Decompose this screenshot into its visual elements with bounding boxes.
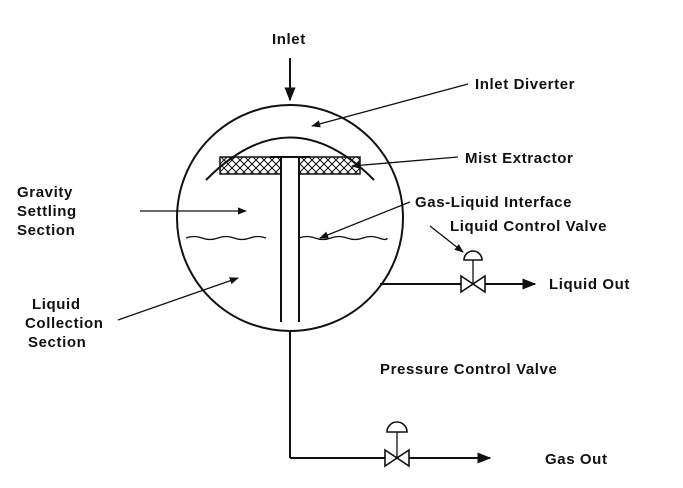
liquid-collection-label-1: Liquid xyxy=(32,296,81,313)
mist-extractor-right xyxy=(298,156,361,175)
inlet-label: Inlet xyxy=(272,31,306,48)
liquid-valve-actuator xyxy=(463,250,483,261)
liquid-control-valve-label: Liquid Control Valve xyxy=(450,218,607,235)
mist-extractor-leader xyxy=(351,156,459,169)
gravity-settling-label-3: Section xyxy=(17,222,75,239)
gas-liquid-interface-label: Gas-Liquid Interface xyxy=(415,194,572,211)
liquid-collection-label-2: Collection xyxy=(25,315,104,332)
gas-out-label: Gas Out xyxy=(545,451,608,468)
liquid-collection-leader xyxy=(117,277,239,321)
interface-leader xyxy=(319,201,411,239)
liquid-collection-label-3: Section xyxy=(28,334,86,351)
inlet-diverter-label: Inlet Diverter xyxy=(475,76,575,93)
gas-liquid-interface-line xyxy=(185,235,388,241)
gravity-settling-label-2: Settling xyxy=(17,203,77,220)
gas-valve-actuator xyxy=(386,421,408,433)
inlet-diverter-leader xyxy=(311,83,469,128)
liquid-out-label: Liquid Out xyxy=(549,276,630,293)
mist-extractor-left xyxy=(219,156,282,175)
liquid-control-valve-leader xyxy=(429,225,464,253)
pressure-control-valve-label: Pressure Control Valve xyxy=(380,361,557,378)
gravity-settling-label-1: Gravity xyxy=(17,184,73,201)
mist-extractor-label: Mist Extractor xyxy=(465,150,573,167)
